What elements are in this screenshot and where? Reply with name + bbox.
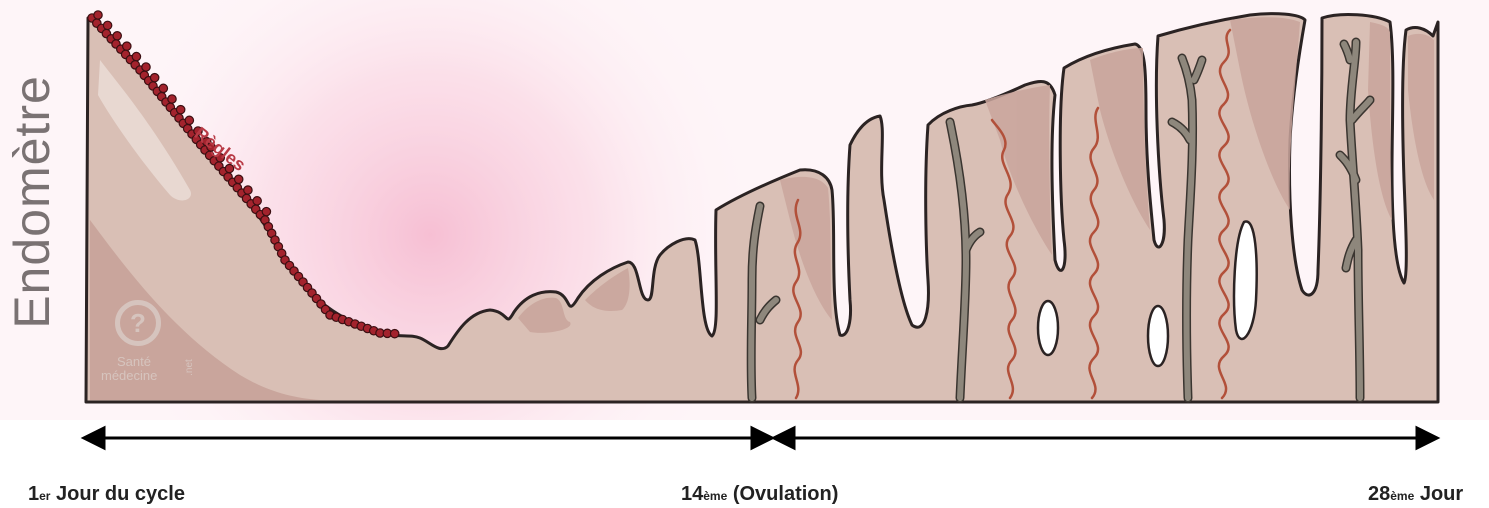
blood-dot xyxy=(159,84,167,92)
blood-dot xyxy=(113,32,121,40)
watermark-line3: .net xyxy=(184,359,195,376)
label-first-day-num: 1 xyxy=(28,483,39,505)
label-first-day-text: Jour du cycle xyxy=(50,483,185,505)
label-ovulation-text: (Ovulation) xyxy=(727,483,838,505)
label-first-day-suffix: er xyxy=(39,489,50,503)
watermark-line2: médecine xyxy=(101,368,157,383)
blood-dot xyxy=(103,21,111,29)
blood-dot xyxy=(150,73,158,81)
question-mark-icon: ? xyxy=(115,300,161,346)
blood-dot xyxy=(244,186,252,194)
blood-dot xyxy=(132,52,140,60)
blood-dot xyxy=(234,175,242,183)
timeline-arrows xyxy=(84,428,1437,448)
label-last-day: 28ème Jour xyxy=(1368,482,1463,508)
label-last-day-text: Jour xyxy=(1414,483,1463,505)
label-ovulation-num: 14 xyxy=(681,483,703,505)
blood-dot xyxy=(253,197,261,205)
blood-dot xyxy=(94,11,102,19)
blood-dot xyxy=(123,42,131,50)
axis-title-endometre: Endomètre xyxy=(2,72,62,332)
label-first-day: 1er Jour du cycle xyxy=(28,482,185,508)
label-last-day-num: 28 xyxy=(1368,483,1390,505)
blood-dot xyxy=(262,207,270,215)
blood-dot xyxy=(185,116,193,124)
blood-dot xyxy=(176,105,184,113)
label-last-day-suffix: ème xyxy=(1390,489,1414,503)
label-ovulation: 14ème (Ovulation) xyxy=(681,482,838,508)
blood-dot xyxy=(390,329,398,337)
watermark-logo: ? Santé médecine .net xyxy=(103,300,198,400)
blood-dot xyxy=(168,95,176,103)
watermark-line1: Santé xyxy=(117,354,151,369)
blood-dot xyxy=(142,63,150,71)
label-ovulation-suffix: ème xyxy=(703,489,727,503)
